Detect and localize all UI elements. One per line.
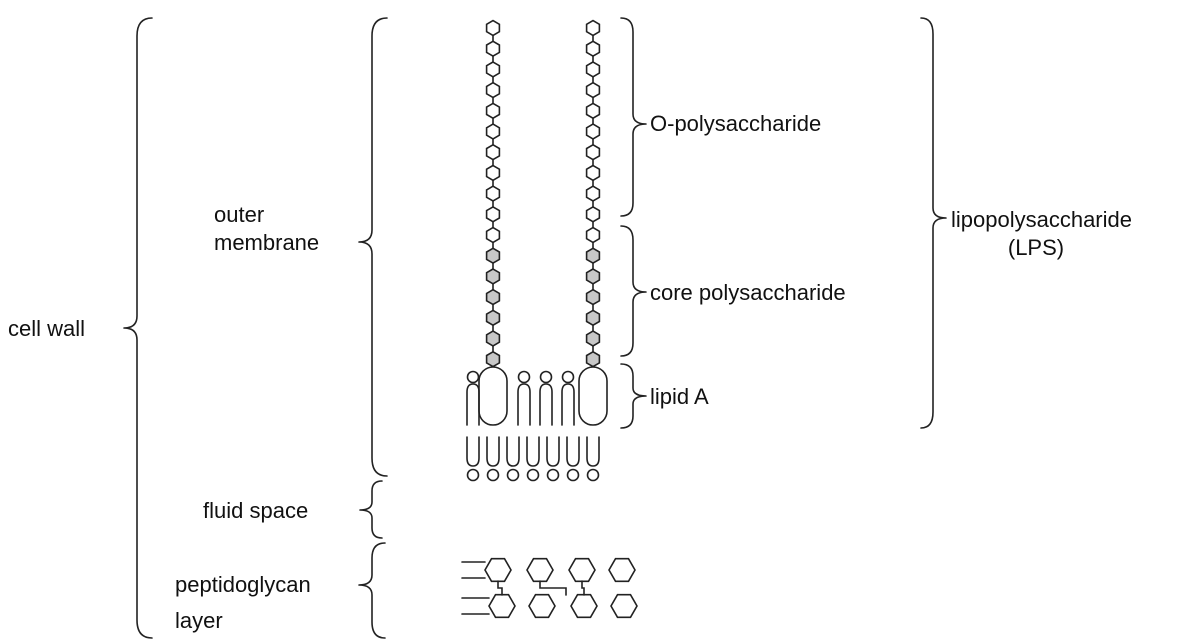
core-sugar-hexagon <box>585 309 601 327</box>
o-sugar-hexagon <box>585 102 601 120</box>
o-sugar-hexagon <box>485 61 501 78</box>
phospholipid-tail <box>517 383 531 426</box>
o-sugar-hexagon <box>585 123 601 140</box>
peptidoglycan-mesh <box>461 557 638 619</box>
core-sugar-hexagon <box>485 330 501 347</box>
fluid-space-brace <box>359 480 383 539</box>
o-polysaccharide-brace <box>620 17 647 217</box>
inner-leaflet-lipids <box>466 436 600 482</box>
o-sugar-hexagon <box>485 205 501 223</box>
o-sugar-hexagon <box>485 123 501 140</box>
lps-brace <box>920 17 947 429</box>
phospholipid-head <box>466 370 480 384</box>
lps-sugar-chains <box>478 19 608 426</box>
cell-wall-label: cell wall <box>8 316 85 341</box>
phospholipid-head <box>517 370 531 384</box>
glycan-hexagon <box>488 593 516 619</box>
phospholipid-tail <box>539 383 553 426</box>
core-sugar-hexagon <box>585 247 601 265</box>
peptide-crosslink <box>497 580 503 596</box>
phospholipid-tail <box>586 436 600 467</box>
lipid-a-oval <box>578 366 608 426</box>
phospholipid-tail <box>506 436 520 467</box>
peptide-crosslink <box>539 580 567 596</box>
phospholipid-head <box>539 370 553 384</box>
core-sugar-hexagon <box>485 288 501 306</box>
peptidoglycan-label-line2: layer <box>175 608 223 633</box>
phospholipid-head <box>506 468 520 482</box>
lipid-a-oval <box>478 366 508 426</box>
core-sugar-hexagon <box>485 350 501 368</box>
core-polysaccharide-brace <box>620 225 647 357</box>
o-sugar-hexagon <box>485 19 501 37</box>
phospholipid-tail <box>466 436 480 467</box>
core-sugar-hexagon <box>485 268 501 285</box>
peptidoglycan-brace <box>358 542 386 639</box>
o-sugar-hexagon <box>485 226 501 244</box>
lps-label-line2: (LPS) <box>1008 235 1064 260</box>
glycan-hexagon <box>528 593 556 619</box>
fluid-space-label: fluid space <box>203 498 308 523</box>
o-polysaccharide-label: O-polysaccharide <box>650 111 821 136</box>
cell-wall-brace <box>123 17 153 639</box>
glycan-hexagon <box>610 593 638 619</box>
o-sugar-hexagon <box>585 185 601 202</box>
peptidoglycan-label-line1: peptidoglycan <box>175 572 311 597</box>
phospholipid-tail <box>526 436 540 467</box>
phospholipid-tail <box>546 436 560 467</box>
o-sugar-hexagon <box>485 143 501 161</box>
phospholipid-head <box>526 468 540 482</box>
outer-membrane-label-line1: outer <box>214 202 264 227</box>
glycan-hexagon <box>484 557 512 583</box>
o-sugar-hexagon <box>485 185 501 202</box>
core-sugar-hexagon <box>585 288 601 306</box>
phospholipid-head <box>586 468 600 482</box>
o-sugar-hexagon <box>485 40 501 58</box>
phospholipid-head <box>566 468 580 482</box>
lipid-a-brace <box>620 363 647 429</box>
core-sugar-hexagon <box>485 247 501 265</box>
phospholipid-head <box>466 468 480 482</box>
o-sugar-hexagon <box>485 81 501 99</box>
core-polysaccharide-label: core polysaccharide <box>650 280 846 305</box>
core-sugar-hexagon <box>585 268 601 285</box>
phospholipid-tail <box>486 436 500 467</box>
core-sugar-hexagon <box>485 309 501 327</box>
outer-membrane-brace <box>358 17 388 477</box>
outer-leaflet-lipids <box>466 370 575 426</box>
o-sugar-hexagon <box>585 81 601 99</box>
phospholipid-tail <box>466 383 480 426</box>
o-sugar-hexagon <box>585 19 601 37</box>
o-sugar-hexagon <box>485 102 501 120</box>
o-sugar-hexagon <box>485 164 501 182</box>
outer-membrane-label-line2: membrane <box>214 230 319 255</box>
glycan-hexagon <box>570 593 598 619</box>
core-sugar-hexagon <box>585 350 601 368</box>
phospholipid-head <box>561 370 575 384</box>
peptide-crosslink <box>581 580 585 596</box>
phospholipid-head <box>486 468 500 482</box>
phospholipid-tail <box>566 436 580 467</box>
o-sugar-hexagon <box>585 143 601 161</box>
lipid-a-label: lipid A <box>650 384 709 409</box>
o-sugar-hexagon <box>585 61 601 78</box>
o-sugar-hexagon <box>585 164 601 182</box>
o-sugar-hexagon <box>585 226 601 244</box>
glycan-hexagon <box>608 557 636 583</box>
glycan-hexagon <box>568 557 596 583</box>
o-sugar-hexagon <box>585 205 601 223</box>
phospholipid-tail <box>561 383 575 426</box>
o-sugar-hexagon <box>585 40 601 58</box>
lps-label-line1: lipopolysaccharide <box>951 207 1132 232</box>
phospholipid-head <box>546 468 560 482</box>
core-sugar-hexagon <box>585 330 601 347</box>
glycan-hexagon <box>526 557 554 583</box>
